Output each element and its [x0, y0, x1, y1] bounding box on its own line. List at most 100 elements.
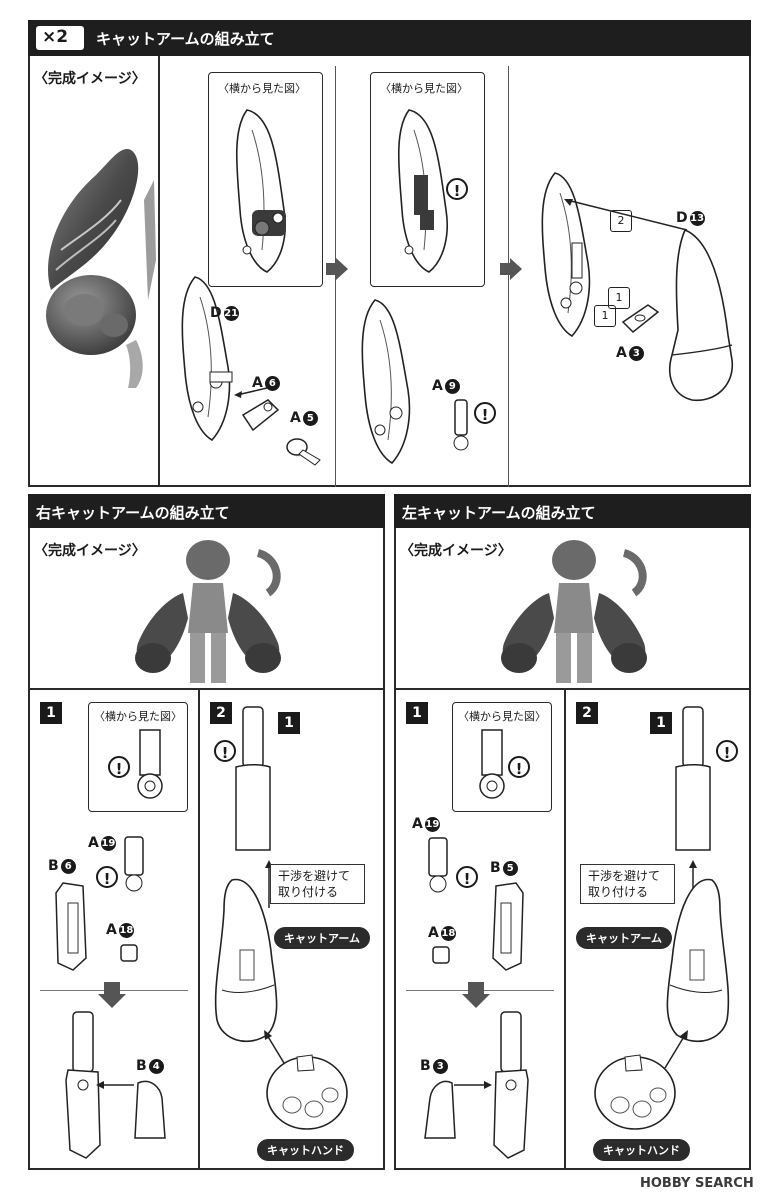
divider: [198, 688, 200, 1170]
interference-callout-left: 干渉を避けて 取り付ける: [580, 864, 675, 904]
flow-arrow-1: [326, 258, 348, 280]
down-arrow-left: [462, 982, 490, 1008]
part-b3-left-shape: [424, 1080, 456, 1139]
cat-hand-label-right: キャットハンド: [257, 1139, 354, 1161]
multiplier-text: ×2: [42, 27, 69, 47]
frame-assembled-left: [493, 1011, 529, 1159]
frame-part-assembled: [361, 299, 411, 465]
cat-hand-label-left: キャットハンド: [593, 1139, 690, 1161]
side-view-label-right: 〈横から見た図〉: [94, 710, 182, 723]
divider: [158, 56, 160, 487]
left-figure-render: [501, 540, 647, 683]
left-complete-label: 〈完成イメージ〉: [400, 543, 512, 559]
arrow-b4-right: [96, 1081, 134, 1089]
frame-part-d21: [181, 276, 233, 442]
step-2-badge: 2: [576, 702, 598, 724]
cat-arm-label-left: キャットアーム: [576, 927, 673, 949]
flow-arrow-2: [500, 258, 522, 280]
right-complete-label: 〈完成イメージ〉: [34, 543, 146, 559]
step-1-badge: 1: [406, 702, 428, 724]
cat-hand-right: [266, 1054, 348, 1130]
side-view-part-diagram-1: [235, 109, 286, 273]
part-a3-shape: [621, 304, 660, 334]
part-a18-right-shape: [120, 944, 138, 962]
warning-icon: !: [96, 866, 118, 888]
side-view-label-2: 〈横から見た図〉: [380, 82, 468, 95]
frame-part-final: [541, 172, 591, 338]
part-a9-shape: [453, 399, 469, 451]
assembled-arm-top-left: [675, 706, 711, 851]
complete-image-label: 〈完成イメージ〉: [34, 71, 146, 87]
warning-icon: !: [446, 178, 468, 200]
arrow-d13: [564, 199, 688, 231]
cat-arm-render: [46, 149, 156, 388]
warning-icon: !: [508, 756, 530, 778]
cat-arm-shell-right: [214, 878, 278, 1043]
side-view-box-right: [88, 702, 188, 812]
divider: [564, 688, 566, 1170]
attach-arrow-hand-left: [664, 1030, 688, 1069]
warning-icon: !: [716, 740, 738, 762]
frame-b6-right: [55, 882, 87, 971]
warning-icon: !: [474, 402, 496, 424]
divider: [508, 66, 509, 487]
top-section-title: キャットアームの組み立て: [96, 30, 275, 48]
left-arm-header: [394, 494, 751, 528]
step-2-badge: 2: [210, 702, 232, 724]
part-a6-shape: [241, 399, 280, 432]
part-a5-shape: [286, 438, 321, 466]
multiplier-badge: [36, 26, 84, 50]
part-b4-right-shape: [134, 1080, 166, 1139]
frame-assembled-right: [65, 1011, 101, 1159]
ref-step-badge: 1: [650, 712, 672, 734]
ref-step-badge: 1: [278, 712, 300, 734]
cat-arm-shell-left: [666, 878, 730, 1043]
hex-step-1b: 1: [594, 305, 616, 327]
cover-part-d13: [668, 228, 733, 402]
hex-step-2: 2: [610, 210, 632, 232]
top-section-header: [28, 20, 751, 56]
warning-icon: !: [456, 866, 478, 888]
side-view-part-diagram-2: [397, 109, 448, 273]
part-a18-left-shape: [432, 946, 450, 964]
right-arm-title: 右キャットアームの組み立て: [36, 504, 230, 522]
divider: [394, 688, 751, 690]
right-arm-header: [28, 494, 385, 528]
warning-icon: !: [214, 740, 236, 762]
arrow-a6: [234, 387, 268, 398]
left-arm-title: 左キャットアームの組み立て: [402, 504, 596, 522]
hobby-search-watermark: HOBBY SEARCH: [640, 1176, 754, 1191]
cat-hand-left: [594, 1054, 676, 1130]
frame-b5-left: [492, 882, 524, 971]
part-a19-right-shape: [124, 836, 144, 892]
attach-arrow-hand-right: [264, 1030, 288, 1069]
side-view-label-1: 〈横から見た図〉: [218, 82, 306, 95]
part-a19-left-shape: [428, 837, 448, 893]
cat-arm-label-right: キャットアーム: [274, 927, 371, 949]
arrow-b3-left: [454, 1081, 492, 1089]
divider: [28, 688, 385, 690]
interference-callout-right: 干渉を避けて 取り付ける: [270, 864, 365, 904]
side-view-connector-right: [137, 729, 163, 799]
right-figure-render: [135, 540, 281, 683]
warning-icon: !: [108, 756, 130, 778]
down-arrow-right: [98, 982, 126, 1008]
divider: [335, 66, 336, 487]
hex-step-1a: 1: [608, 287, 630, 309]
side-view-connector-left: [479, 729, 505, 799]
step-1-badge: 1: [40, 702, 62, 724]
side-view-label-left: 〈横から見た図〉: [458, 710, 546, 723]
